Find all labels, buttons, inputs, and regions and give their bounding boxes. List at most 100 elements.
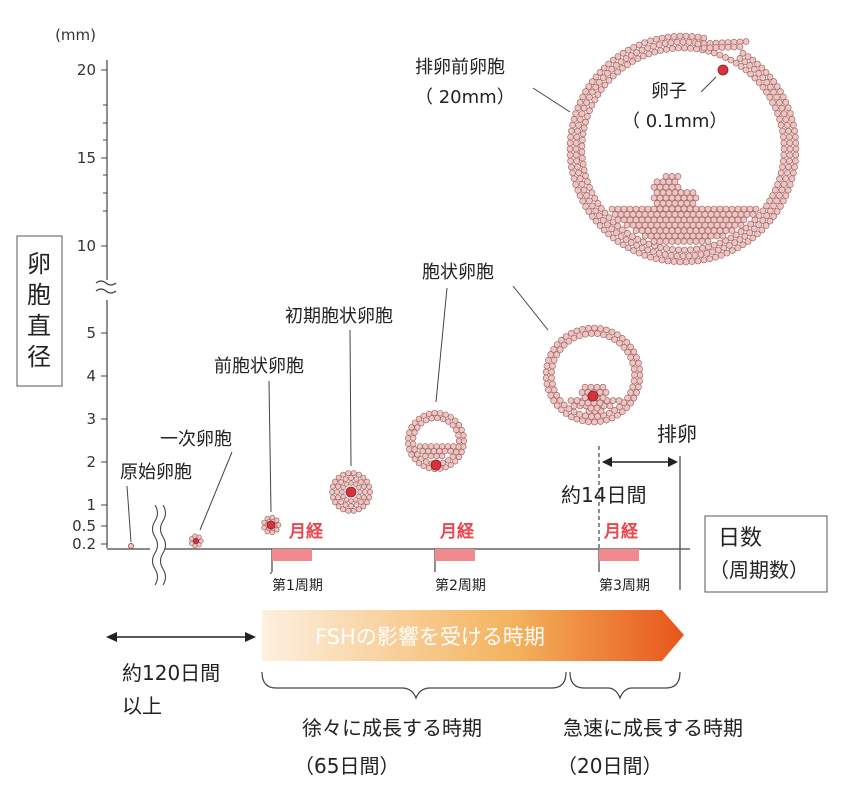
granulosa-cell — [689, 200, 697, 207]
granulosa-cell — [335, 483, 341, 490]
granulosa-cell — [578, 142, 586, 150]
granulosa-cell — [600, 64, 608, 72]
granulosa-cell — [792, 139, 800, 147]
granulosa-cell — [587, 404, 595, 412]
granulosa-cell — [668, 238, 676, 245]
granulosa-cell — [671, 178, 679, 186]
granulosa-cell — [192, 543, 198, 549]
granulosa-cell — [549, 362, 556, 370]
granulosa-cell — [585, 83, 593, 90]
granulosa-cell — [611, 211, 619, 218]
granulosa-cell — [692, 216, 700, 224]
granulosa-cell — [650, 183, 658, 191]
granulosa-cell — [624, 348, 631, 356]
granulosa-cell — [633, 389, 640, 396]
granulosa-cell — [705, 243, 712, 251]
granulosa-cell — [786, 110, 794, 117]
granulosa-cell — [576, 175, 584, 182]
granulosa-cell — [612, 62, 620, 69]
granulosa-cell — [647, 211, 655, 218]
granulosa-cell — [751, 74, 759, 82]
granulosa-cell — [743, 211, 751, 218]
granulosa-cell — [701, 211, 709, 218]
granulosa-cell — [747, 70, 754, 78]
granulosa-cell — [575, 169, 583, 177]
granulosa-cell — [573, 415, 581, 423]
stage-label-preovulatory: 排卵前卵胞 — [415, 57, 505, 78]
granulosa-cell — [340, 484, 346, 491]
granulosa-cell — [568, 163, 575, 171]
granulosa-cell — [667, 39, 675, 47]
granulosa-cell — [782, 192, 790, 199]
granulosa-cell — [329, 489, 335, 495]
granulosa-cell — [588, 189, 596, 197]
granulosa-cell — [617, 58, 625, 66]
granulosa-cell — [665, 221, 673, 229]
granulosa-cell — [769, 99, 776, 106]
granulosa-cell — [734, 244, 742, 252]
granulosa-cell — [357, 498, 364, 505]
granulosa-cell — [335, 503, 342, 510]
timeline-break-icon — [151, 504, 167, 586]
granulosa-cell — [774, 181, 781, 188]
granulosa-cell — [783, 121, 791, 129]
granulosa-cell — [576, 99, 584, 106]
granulosa-cell — [689, 232, 697, 240]
granulosa-cell — [681, 44, 688, 52]
granulosa-cell — [736, 55, 744, 62]
granulosa-cell — [578, 399, 586, 407]
granulosa-cell — [686, 227, 694, 234]
oocyte-size-label: （ 0.1mm） — [622, 111, 727, 132]
granulosa-cell — [579, 154, 586, 162]
granulosa-cell — [408, 451, 415, 458]
granulosa-cell — [614, 68, 622, 76]
granulosa-cell — [686, 238, 694, 245]
granulosa-cell — [671, 189, 679, 196]
granulosa-cell — [665, 211, 673, 218]
granulosa-cell — [673, 252, 681, 260]
granulosa-cell — [626, 216, 634, 224]
granulosa-cell — [367, 489, 373, 495]
granulosa-cell — [755, 70, 763, 77]
granulosa-cell — [572, 145, 580, 153]
granulosa-cell — [771, 186, 779, 194]
granulosa-cell — [747, 220, 754, 228]
granulosa-cell — [725, 211, 733, 218]
granulosa-cell — [677, 189, 685, 196]
granulosa-cell — [728, 227, 736, 234]
granulosa-cell — [580, 124, 588, 132]
granulosa-cell — [616, 339, 623, 347]
granulosa-cell — [627, 399, 635, 407]
granulosa-cell — [677, 232, 685, 240]
granulosa-cell — [661, 251, 669, 258]
granulosa-cell — [732, 231, 740, 239]
granulosa-cell — [588, 330, 595, 337]
granulosa-cell — [619, 49, 627, 57]
granulosa-cell — [737, 211, 745, 218]
granulosa-cell — [638, 227, 646, 234]
granulosa-cell — [778, 186, 786, 194]
stage-label-primordial: 原始卵胞 — [120, 462, 192, 483]
granulosa-cell — [727, 234, 735, 242]
granulosa-cell — [335, 494, 341, 501]
granulosa-cell — [623, 338, 631, 346]
granulosa-cell — [635, 359, 642, 367]
granulosa-cell — [759, 217, 767, 224]
granulosa-cell — [777, 203, 784, 210]
granulosa-cell — [360, 483, 367, 490]
granulosa-cell — [662, 227, 670, 234]
granulosa-cell — [608, 225, 616, 233]
granulosa-cell — [342, 476, 349, 482]
pre-fsh-arrow — [106, 632, 256, 642]
granulosa-cell — [596, 69, 604, 76]
granulosa-cell — [786, 139, 794, 147]
granulosa-cell — [629, 221, 637, 229]
granulosa-cell — [780, 181, 788, 188]
granulosa-cell — [707, 232, 715, 240]
granulosa-cell — [658, 34, 666, 42]
menstruation-bar — [599, 549, 639, 561]
granulosa-cell — [588, 413, 595, 420]
granulosa-cell — [670, 258, 678, 265]
granulosa-cell — [694, 40, 702, 48]
granulosa-cell — [641, 211, 649, 218]
